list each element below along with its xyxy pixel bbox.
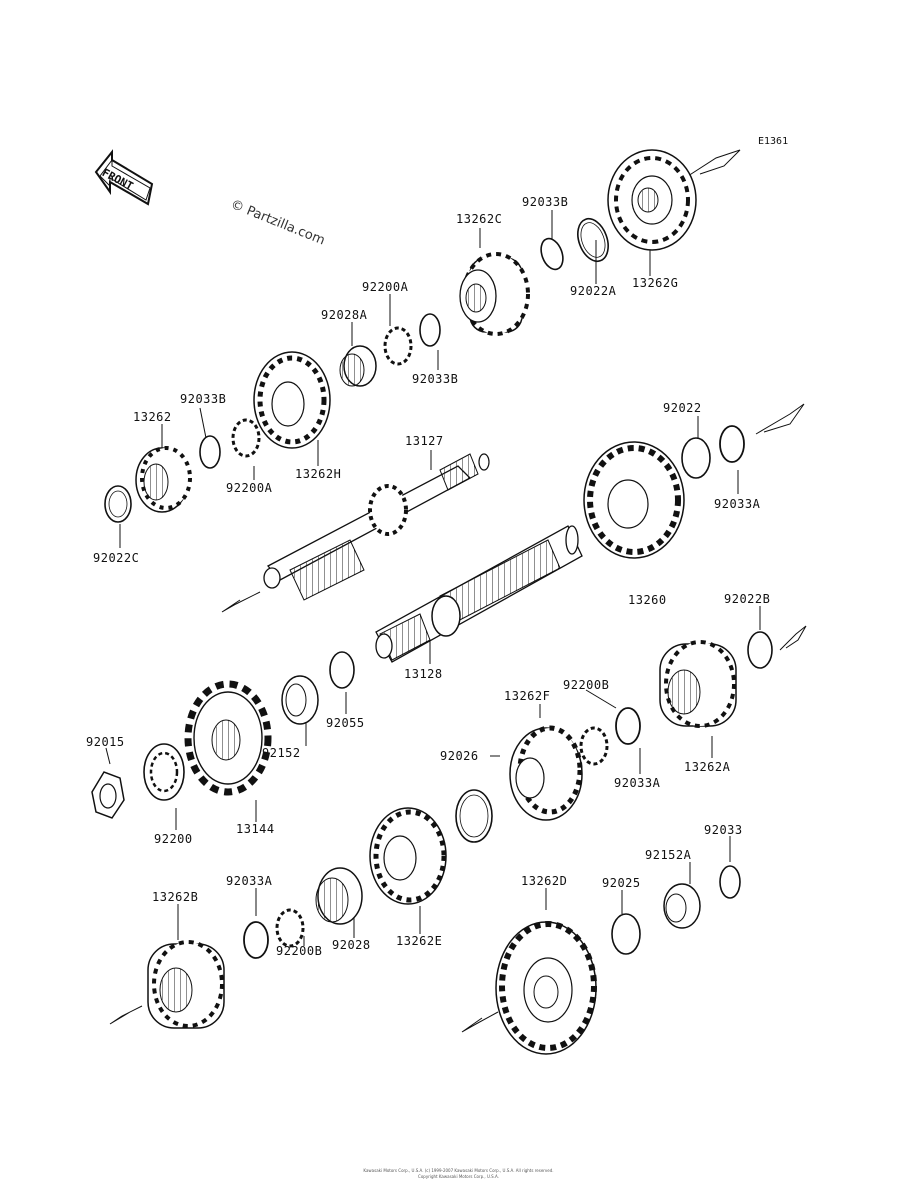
axis-guides xyxy=(109,149,807,1033)
part-label-13262c[interactable]: 13262C xyxy=(456,212,503,226)
part-label-92033a-mid[interactable]: 92033A xyxy=(614,776,661,790)
part-label-92055[interactable]: 92055 xyxy=(326,716,365,730)
circlip-92033a-mid-icon xyxy=(615,707,641,745)
part-label-92022b[interactable]: 92022B xyxy=(724,592,771,606)
leader-lines xyxy=(105,210,761,946)
output-shaft-13128-icon xyxy=(375,525,583,663)
gear-13260-icon xyxy=(583,441,685,559)
washer-92022a-icon xyxy=(577,217,609,263)
bearing-92028-icon xyxy=(315,867,363,925)
part-label-92033b-mid[interactable]: 92033B xyxy=(412,372,459,386)
front-arrow-icon xyxy=(94,149,154,206)
washer-92200b-mid-icon xyxy=(579,726,609,766)
bearing-92028a-icon xyxy=(339,345,377,387)
part-label-13262d[interactable]: 13262D xyxy=(521,874,568,888)
part-label-13262f[interactable]: 13262F xyxy=(504,689,551,703)
part-label-13144[interactable]: 13144 xyxy=(236,822,275,836)
collar-92152-icon xyxy=(281,675,319,725)
footer-line-1: Kawasaki Motors Corp., U.S.A. (c) 1999-2… xyxy=(363,1168,554,1173)
part-label-13262b[interactable]: 13262B xyxy=(152,890,199,904)
part-label-13262a[interactable]: 13262A xyxy=(684,760,731,774)
part-label-13127[interactable]: 13127 xyxy=(405,434,444,448)
washer-92026-icon xyxy=(455,789,493,843)
part-label-92033b-top[interactable]: 92033B xyxy=(522,195,569,209)
reference-code: E1361 xyxy=(758,136,789,147)
washer-92022c-icon xyxy=(104,485,132,523)
part-label-92022[interactable]: 92022 xyxy=(663,401,702,415)
part-label-13262[interactable]: 13262 xyxy=(133,410,172,424)
circlip-92033b-left-icon xyxy=(199,435,221,469)
part-label-92152[interactable]: 92152 xyxy=(262,746,301,760)
nut-92015-icon xyxy=(91,771,125,819)
washer-92200-icon xyxy=(143,743,185,801)
washer-92200a-top-icon xyxy=(383,326,413,366)
part-label-13260[interactable]: 13260 xyxy=(628,593,667,607)
gear-13262h-icon xyxy=(253,351,331,449)
washer-92200b-low-icon xyxy=(275,908,305,948)
gear-13262a-icon xyxy=(659,640,737,728)
part-label-92200a-top[interactable]: 92200A xyxy=(362,280,409,294)
circlip-92033a-top-icon xyxy=(719,425,745,463)
collar-92152a-icon xyxy=(663,883,701,929)
washer-92022b-icon xyxy=(747,631,773,669)
footer-line-2: Copyright Kawasaki Motors Corp., U.S.A. xyxy=(418,1174,499,1179)
circlip-92033a-low-icon xyxy=(243,921,269,959)
circlip-92033b-top-icon xyxy=(540,237,564,271)
part-label-13262h[interactable]: 13262H xyxy=(295,467,342,481)
footer-copyright: Kawasaki Motors Corp., U.S.A. (c) 1999-2… xyxy=(0,1168,917,1180)
gear-13262f-icon xyxy=(509,725,583,821)
input-shaft-13127-icon xyxy=(263,453,490,601)
part-label-92033[interactable]: 92033 xyxy=(704,823,743,837)
washer-92200a-mid-icon xyxy=(231,418,261,458)
gear-13262b-icon xyxy=(147,940,225,1029)
part-label-92028a[interactable]: 92028A xyxy=(321,308,368,322)
part-label-92200b-low[interactable]: 92200B xyxy=(276,944,323,958)
washer-92025-icon xyxy=(611,913,641,955)
part-label-13128[interactable]: 13128 xyxy=(404,667,443,681)
circlip-92033b-mid-icon xyxy=(419,313,441,347)
part-label-92033a-top[interactable]: 92033A xyxy=(714,497,761,511)
part-label-92152a[interactable]: 92152A xyxy=(645,848,692,862)
part-label-13262g[interactable]: 13262G xyxy=(632,276,679,290)
part-label-92200a-mid[interactable]: 92200A xyxy=(226,481,273,495)
part-label-13262e[interactable]: 13262E xyxy=(396,934,443,948)
part-label-92033b-left[interactable]: 92033B xyxy=(180,392,227,406)
part-label-92022a[interactable]: 92022A xyxy=(570,284,617,298)
circlip-92055-icon xyxy=(329,651,355,689)
part-label-92022c[interactable]: 92022C xyxy=(93,551,140,565)
washer-92022-icon xyxy=(681,437,711,479)
part-label-92200b-mid[interactable]: 92200B xyxy=(563,678,610,692)
sprocket-13144-icon xyxy=(184,680,272,796)
part-label-92015[interactable]: 92015 xyxy=(86,735,125,749)
part-label-92033a-low[interactable]: 92033A xyxy=(226,874,273,888)
part-label-92028[interactable]: 92028 xyxy=(332,938,371,952)
gear-13262d-icon xyxy=(495,921,597,1055)
gear-13262-icon xyxy=(135,446,192,513)
part-label-92200[interactable]: 92200 xyxy=(154,832,193,846)
part-label-92025[interactable]: 92025 xyxy=(602,876,641,890)
gear-13262g-icon xyxy=(607,149,697,251)
gear-13262c-icon xyxy=(459,252,530,336)
part-label-92026[interactable]: 92026 xyxy=(440,749,479,763)
circlip-92033-icon xyxy=(719,865,741,899)
gear-13262e-icon xyxy=(369,807,447,905)
